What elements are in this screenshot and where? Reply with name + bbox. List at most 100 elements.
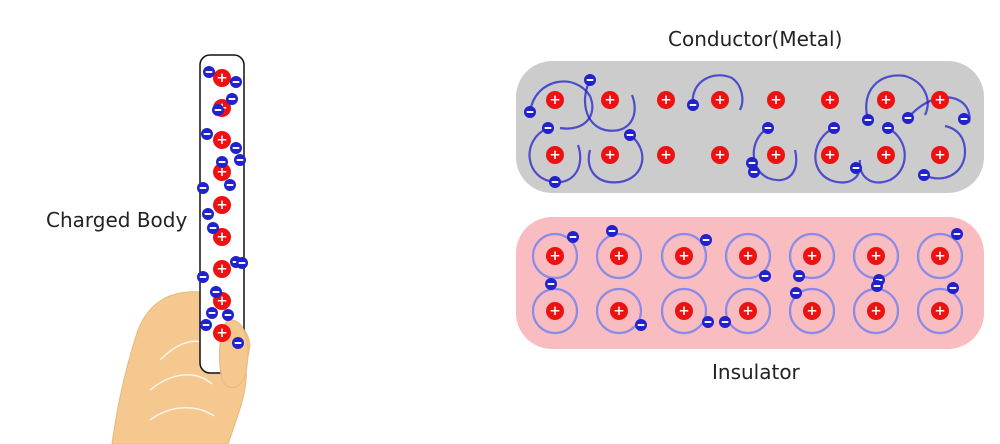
conductor-panel: [516, 61, 984, 193]
electron-path: [865, 74, 929, 121]
svg-text:+: +: [216, 293, 227, 309]
positive-charge-icon: +: [213, 69, 231, 87]
negative-charge-icon: [746, 157, 758, 169]
electron-path: [528, 80, 594, 130]
negative-charge-icon: [748, 166, 760, 178]
negative-charge-icon: [542, 122, 554, 134]
positive-charge-icon: +: [546, 146, 564, 164]
positive-charge-icon: +: [213, 260, 231, 278]
svg-text:+: +: [934, 92, 945, 108]
svg-text:+: +: [549, 248, 560, 264]
negative-charge-icon: [203, 66, 215, 78]
negative-charge-icon: [197, 182, 209, 194]
insulator-content: ++++++++++++++: [531, 225, 964, 335]
conductor-label: Conductor(Metal): [668, 27, 843, 51]
svg-text:+: +: [678, 303, 689, 319]
positive-charge-icon: +: [657, 146, 675, 164]
svg-text:+: +: [216, 164, 227, 180]
svg-text:+: +: [742, 248, 753, 264]
positive-charge-icon: +: [867, 302, 885, 320]
negative-charge-icon: [236, 257, 248, 269]
negative-charge-icon: [790, 287, 802, 299]
electron-orbit: [724, 287, 772, 335]
negative-charge-icon: [882, 122, 894, 134]
negative-charge-icon: [902, 112, 914, 124]
negative-charge-icon: [207, 222, 219, 234]
positive-charge-icon: +: [213, 324, 231, 342]
svg-text:+: +: [549, 147, 560, 163]
insulator-panel: [516, 217, 984, 349]
positive-charge-icon: +: [213, 228, 231, 246]
svg-text:+: +: [678, 248, 689, 264]
electron-orbit: [531, 287, 579, 335]
negative-charge-icon: [230, 142, 242, 154]
svg-text:+: +: [880, 147, 891, 163]
positive-charge-icon: +: [546, 91, 564, 109]
negative-charge-icon: [918, 169, 930, 181]
positive-charge-icon: +: [610, 247, 628, 265]
svg-text:+: +: [934, 303, 945, 319]
positive-charge-icon: +: [546, 247, 564, 265]
svg-text:+: +: [806, 303, 817, 319]
svg-text:+: +: [604, 92, 615, 108]
charged-body-label: Charged Body: [46, 208, 188, 232]
positive-charge-icon: +: [803, 247, 821, 265]
positive-charge-icon: +: [821, 146, 839, 164]
conductor-content: ++++++++++++++++: [524, 74, 971, 188]
svg-text:+: +: [806, 248, 817, 264]
negative-charge-icon: [958, 113, 970, 125]
positive-charge-icon: +: [601, 91, 619, 109]
svg-text:+: +: [824, 92, 835, 108]
svg-text:+: +: [216, 261, 227, 277]
positive-charge-icon: +: [767, 146, 785, 164]
svg-text:+: +: [604, 147, 615, 163]
negative-charge-icon: [216, 156, 228, 168]
insulator-label: Insulator: [712, 360, 800, 384]
electron-path: [691, 74, 744, 111]
negative-charge-icon: [545, 278, 557, 290]
negative-charge-icon: [871, 280, 883, 292]
electron-orbit: [595, 287, 643, 335]
svg-text:+: +: [770, 147, 781, 163]
positive-charge-icon: +: [767, 91, 785, 109]
negative-charge-icon: [951, 228, 963, 240]
positive-charge-icon: +: [867, 247, 885, 265]
svg-text:+: +: [880, 92, 891, 108]
negative-charge-icon: [226, 93, 238, 105]
electron-orbit: [724, 232, 772, 280]
electron-path: [923, 124, 967, 180]
svg-text:+: +: [870, 248, 881, 264]
svg-text:+: +: [216, 70, 227, 86]
negative-charge-icon: [212, 104, 224, 116]
positive-charge-icon: +: [931, 247, 949, 265]
electron-orbit: [531, 232, 579, 280]
positive-charge-icon: +: [739, 247, 757, 265]
negative-charge-icon: [606, 225, 618, 237]
positive-charge-icon: +: [931, 91, 949, 109]
positive-charge-icon: +: [610, 302, 628, 320]
negative-charge-icon: [719, 316, 731, 328]
electron-orbit: [916, 232, 964, 280]
electron-path: [752, 127, 798, 182]
svg-text:+: +: [934, 248, 945, 264]
svg-text:+: +: [216, 197, 227, 213]
svg-text:+: +: [549, 92, 560, 108]
svg-text:+: +: [934, 147, 945, 163]
negative-charge-icon: [549, 176, 561, 188]
svg-text:+: +: [216, 229, 227, 245]
negative-charge-icon: [828, 122, 840, 134]
negative-charge-icon: [850, 162, 862, 174]
negative-charge-icon: [793, 270, 805, 282]
svg-text:+: +: [660, 147, 671, 163]
positive-charge-icon: +: [931, 146, 949, 164]
svg-text:+: +: [714, 147, 725, 163]
negative-charge-icon: [210, 286, 222, 298]
electron-orbit: [660, 232, 708, 280]
positive-charge-icon: +: [877, 146, 895, 164]
negative-charge-icon: [759, 270, 771, 282]
negative-charge-icon: [584, 74, 596, 86]
positive-charge-icon: +: [657, 91, 675, 109]
electron-orbit: [660, 287, 708, 335]
electron-orbit: [788, 232, 836, 280]
